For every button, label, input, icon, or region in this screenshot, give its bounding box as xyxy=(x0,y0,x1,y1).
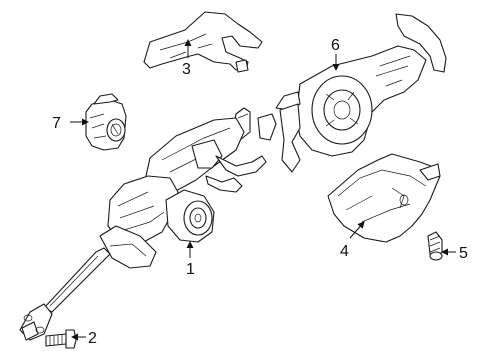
callout-3: 3 xyxy=(182,61,191,78)
callout-2: 2 xyxy=(88,330,97,347)
clockspring-switch-part xyxy=(257,13,447,173)
callout-1: 1 xyxy=(186,261,195,278)
upper-shroud-part xyxy=(143,11,263,73)
callout-7: 7 xyxy=(52,115,61,132)
ignition-switch-part xyxy=(85,93,127,151)
leader-lines xyxy=(70,39,456,341)
callout-4: 4 xyxy=(340,243,349,260)
callout-6: 6 xyxy=(331,37,340,54)
screw-part xyxy=(427,231,443,261)
lower-shroud-part xyxy=(327,153,441,243)
bolt-part xyxy=(45,329,77,349)
steering-column-part xyxy=(19,107,267,341)
callout-5: 5 xyxy=(459,245,468,262)
